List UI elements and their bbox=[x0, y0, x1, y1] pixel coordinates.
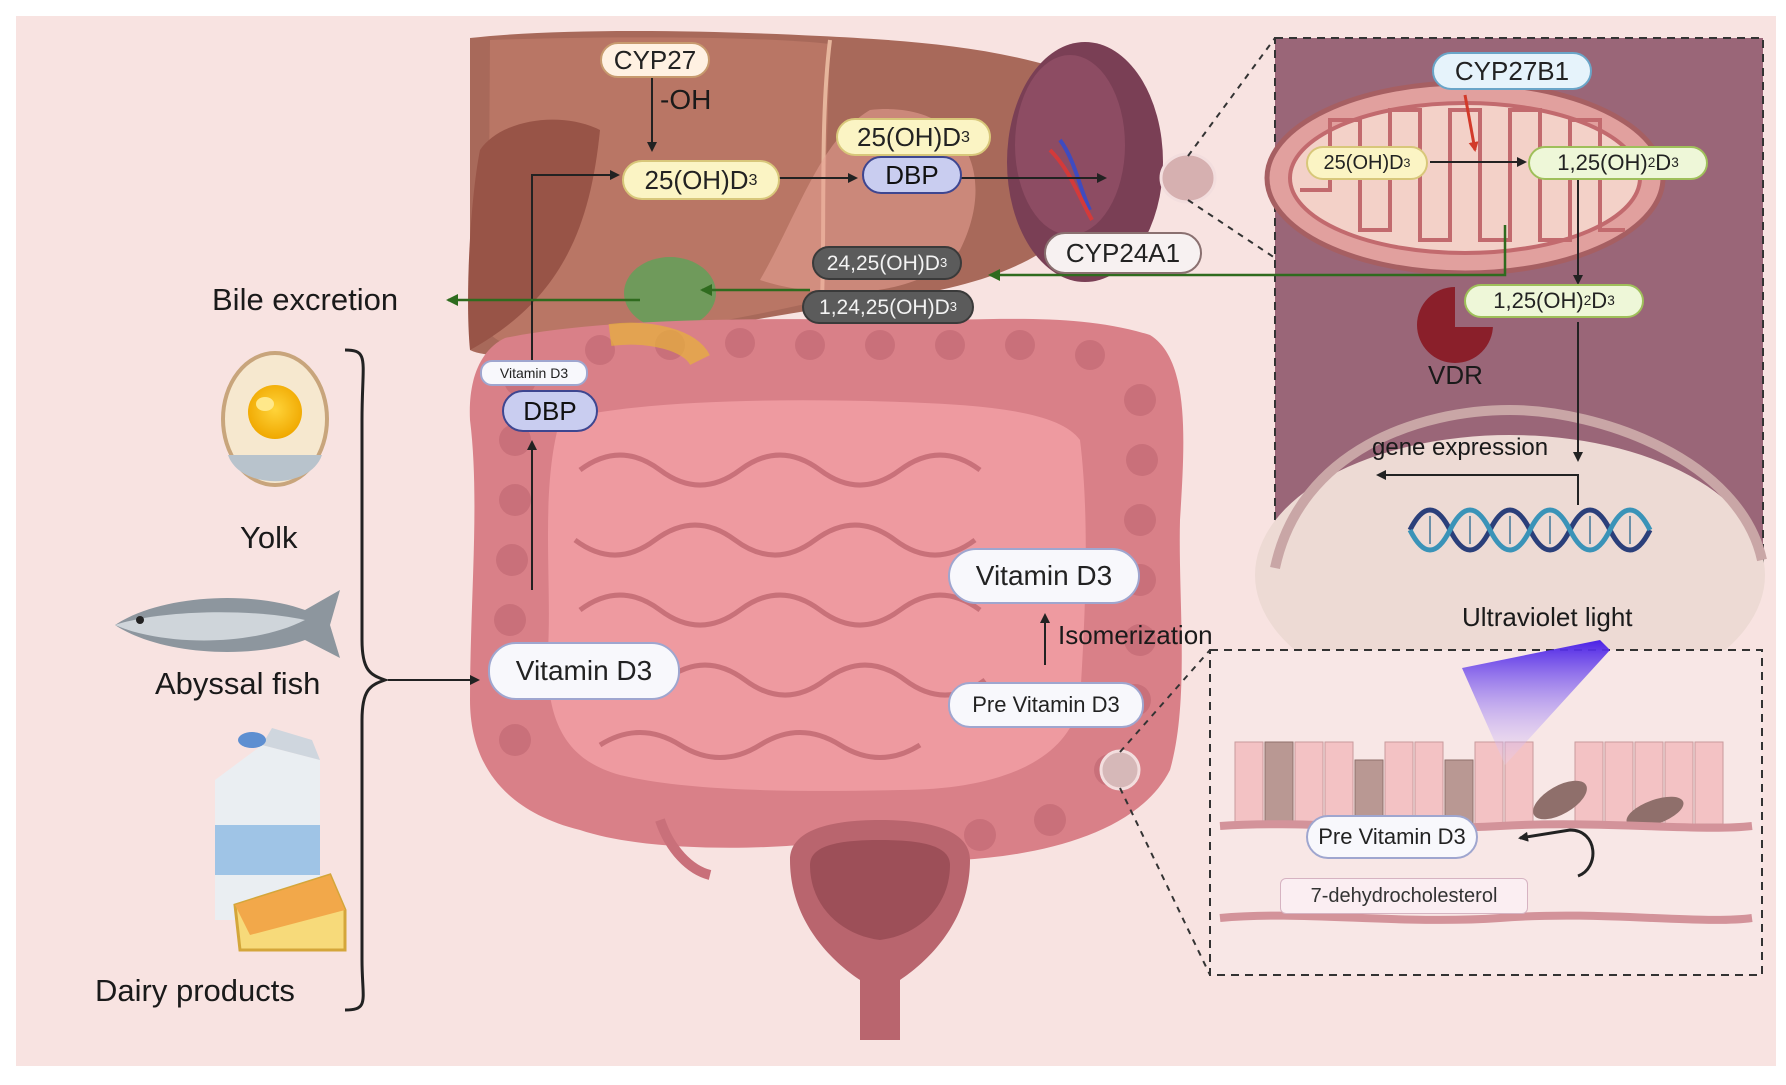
uv-beam-icon bbox=[1462, 640, 1610, 765]
cyp27-label: CYP27 bbox=[600, 42, 710, 78]
dbp-blood-label: DBP bbox=[502, 390, 598, 432]
milk-cheese-icon bbox=[215, 728, 347, 952]
bile-excretion-label: Bile excretion bbox=[212, 282, 399, 317]
pre-vitamin-d3-main-label: Pre Vitamin D3 bbox=[948, 682, 1144, 728]
vitamin-d3-skin-label: Vitamin D3 bbox=[948, 548, 1140, 604]
vitamin-d3-small-label: Vitamin D3 bbox=[480, 360, 588, 386]
skin-cells bbox=[1234, 741, 1724, 828]
pathway-arrows bbox=[388, 76, 1583, 685]
vitamin-d3-gut-label: Vitamin D3 bbox=[488, 642, 680, 700]
isomerization-label: Isomerization bbox=[1058, 620, 1213, 650]
cyp24a1-label: CYP24A1 bbox=[1044, 232, 1202, 274]
vdr-label: VDR bbox=[1428, 360, 1483, 390]
dairy-products-label: Dairy products bbox=[95, 973, 295, 1008]
hydroxyl-label: -OH bbox=[660, 84, 712, 115]
7-dehydrocholesterol-label: 7-dehydrocholesterol bbox=[1280, 878, 1528, 914]
gene-expression-label: gene expression bbox=[1372, 434, 1549, 461]
fish-icon bbox=[115, 590, 340, 658]
skin-inset bbox=[1209, 640, 1763, 976]
dbp-liver-label: DBP bbox=[862, 156, 962, 194]
egg-icon bbox=[221, 351, 329, 487]
food-sources-brace bbox=[344, 348, 390, 1012]
pre-vitamin-d3-skin-label: Pre Vitamin D3 bbox=[1306, 815, 1478, 859]
abyssal-fish-label: Abyssal fish bbox=[155, 666, 321, 701]
mitochondrion-inset bbox=[1255, 37, 1767, 715]
yolk-label: Yolk bbox=[240, 520, 298, 555]
ultraviolet-light-label: Ultraviolet light bbox=[1462, 602, 1633, 632]
cyp27b1-label: CYP27B1 bbox=[1432, 52, 1592, 90]
dna-helix-icon bbox=[1407, 507, 1653, 553]
